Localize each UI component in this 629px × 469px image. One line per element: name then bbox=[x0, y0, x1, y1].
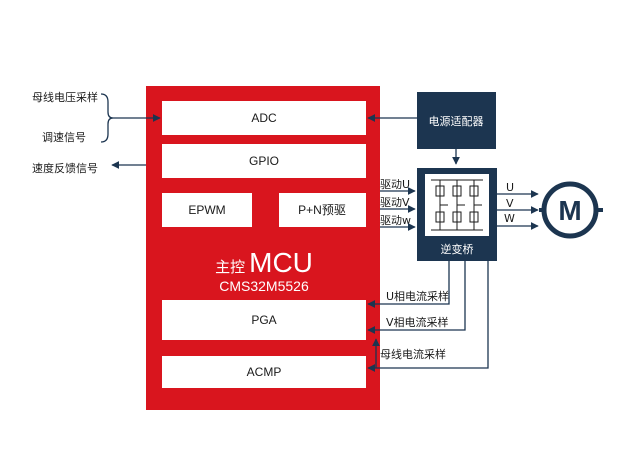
pn-predrive-block bbox=[279, 193, 366, 227]
epwm-block bbox=[162, 193, 252, 227]
drive-u-label: 驱动U bbox=[380, 178, 410, 191]
phase-v-label: V bbox=[506, 197, 514, 210]
v-current-line bbox=[367, 261, 466, 334]
pga-label: PGA bbox=[251, 313, 276, 327]
gpio-block bbox=[162, 144, 366, 178]
input-brace bbox=[100, 93, 114, 143]
pn-predrive-label: P+N预驱 bbox=[298, 203, 346, 217]
drive-v-label: 驱动V bbox=[380, 196, 410, 209]
gpio-label: GPIO bbox=[249, 154, 279, 168]
adc-label: ADC bbox=[251, 111, 277, 125]
u-current-label: U相电流采样 bbox=[386, 289, 449, 303]
epwm-label: EPWM bbox=[188, 203, 225, 217]
bus-current-label: 母线电流采样 bbox=[380, 347, 446, 361]
inverter-switches-icon bbox=[431, 179, 483, 231]
acmp-block bbox=[162, 356, 366, 388]
phase-w-label: W bbox=[504, 212, 515, 225]
u-current-line bbox=[367, 261, 450, 308]
speed-feedback-label: 速度反馈信号 bbox=[32, 161, 98, 175]
pga-block bbox=[162, 300, 366, 340]
bus-voltage-label: 母线电压采样 bbox=[32, 90, 98, 104]
adc-block bbox=[162, 101, 366, 135]
phase-u-label: U bbox=[506, 181, 514, 194]
speed-signal-label: 调速信号 bbox=[42, 131, 86, 144]
power-adapter-block bbox=[417, 92, 496, 149]
mcu-model: CMS32M5526 bbox=[219, 278, 309, 294]
drive-w-label: 驱动w bbox=[380, 214, 411, 227]
power-adapter-label: 电源适配器 bbox=[429, 114, 484, 128]
inverter-label: 逆变桥 bbox=[441, 242, 474, 256]
bus-current-line bbox=[367, 261, 489, 372]
motor-symbol: M bbox=[558, 195, 581, 226]
acmp-label: ACMP bbox=[247, 365, 282, 379]
v-current-label: V相电流采样 bbox=[386, 315, 449, 329]
